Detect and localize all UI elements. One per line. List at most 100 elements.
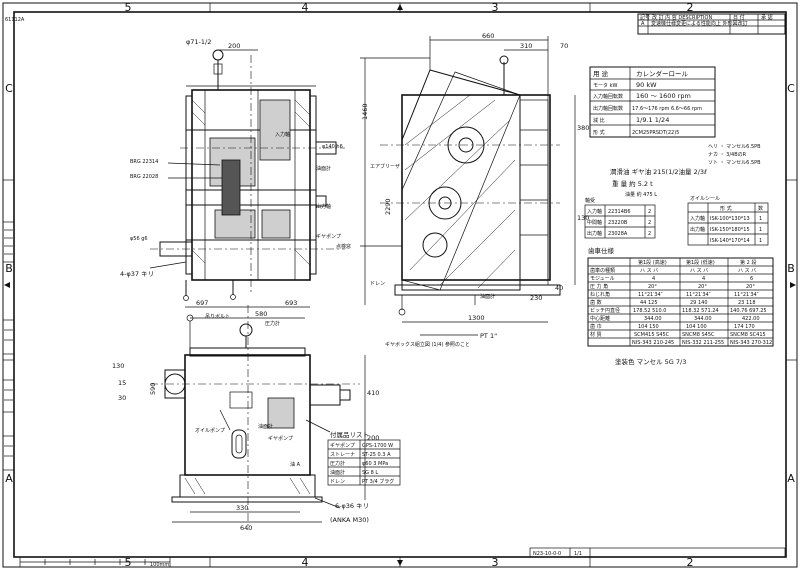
title-code: N23-10-0-0 <box>533 551 561 557</box>
bl-0-0: 入力軸 <box>587 208 602 215</box>
gear-r1-c0: モジュール <box>590 276 615 282</box>
gear-r8-c0: 材 質 <box>590 331 602 338</box>
gear-r1-c2: 4 <box>702 276 705 282</box>
gear-r7-c1: 104 150 <box>638 324 659 330</box>
side-label-gauge: 油面計 <box>480 293 495 300</box>
spec-value-0: カレンダーロール <box>636 69 689 78</box>
side-dim-230: 230 <box>530 294 542 302</box>
gear-row-3: ねじれ角 11°21′34″ 11°21′34″ 11°21′34″ <box>590 291 759 298</box>
front-dim-580: 580 <box>255 310 267 318</box>
row-left-b: B <box>5 262 13 275</box>
part-4-name: ドレン <box>330 479 345 485</box>
parts-list-title: 付属品リスト <box>330 430 369 439</box>
gear-r9-c2: NIS-332 211-255 <box>682 340 724 346</box>
front-dim-640: 640 <box>240 524 252 532</box>
gear-group-1: 第1段 (低速) <box>686 259 715 266</box>
bearing-table-right: オイルシール 形 式 数 入力軸 ISK-100*130*13 1 出力軸 IS… <box>687 196 769 246</box>
zone-bottom-5: 5 <box>125 556 132 569</box>
gear-r4-c3: 23 118 <box>738 300 756 306</box>
gear-r9-c3: NIS-343 270-312 <box>730 340 772 346</box>
weight-note: 重 量 約 5.2 t <box>612 179 653 188</box>
spec-value-1: 90 kW <box>636 81 657 89</box>
bl-0-2: 2 <box>648 209 651 215</box>
spec-value-5: 2CM25PRSDT(22)5 <box>632 130 679 136</box>
gear-row-7: 歯 巾 104 150 104 100 174 170 <box>590 323 755 330</box>
br-2-2: 1 <box>759 238 762 244</box>
gear-r9-c1: NIS-343 210-245 <box>632 340 674 346</box>
spec-label-1: モータ kW <box>593 82 617 89</box>
gear-r7-c3: 174 170 <box>734 324 755 330</box>
front-dim-590: 590 <box>149 383 157 395</box>
front-dim-15: 15 <box>118 379 126 387</box>
row-right-c: C <box>787 82 795 95</box>
gear-row-8: 材 質 SCM415 S45C SNCM8 S45C SNCM8 SC415 <box>590 331 766 338</box>
front-dim-693: 693 <box>285 299 297 307</box>
plan-label-shaft-in: φ140 h6 <box>322 144 343 150</box>
gear-group-2: 第 2 段 <box>740 259 756 266</box>
plan-label-bearing-1: BRG 22314 <box>130 159 158 165</box>
gear-table-title: 歯車仕様 <box>588 246 615 255</box>
lube-note: 潤滑油 ギヤ油 215(1/2油量 2/3ℓ <box>610 167 707 176</box>
br-h-1: 形 式 <box>720 205 732 212</box>
paint-note-0: ヘリ ・ マンセル6.5PB <box>708 144 761 150</box>
gear-r8-c3: SNCM8 SC415 <box>730 332 766 338</box>
corner-code: 61112A <box>5 17 25 23</box>
gear-r0-c2: ハ ス バ <box>690 268 708 274</box>
zone-top-5: 5 <box>125 1 132 14</box>
front-label-bolt: 6-φ36 キリ <box>335 502 369 510</box>
front-label-oil-pump: オイルポンプ <box>195 427 225 434</box>
gear-r5-c2: 118.32 571.24 <box>682 308 719 314</box>
gear-r4-c0: 歯 数 <box>590 299 602 306</box>
gear-row-6: 中心距離 344.00 344.00 422.00 <box>590 315 760 322</box>
gear-r3-c0: ねじれ角 <box>590 291 610 298</box>
front-dim-30: 30 <box>118 394 126 402</box>
gear-r2-c1: 20° <box>648 284 657 290</box>
spec-label-5: 形 式 <box>593 129 605 136</box>
gear-r0-c0: 歯車の種類 <box>590 267 615 274</box>
side-dim-70: 70 <box>560 42 568 50</box>
br-0-0: 入力軸 <box>690 215 705 222</box>
part-4-spec: PT 3/4 ブラグ <box>362 478 394 485</box>
gear-r2-c3: 20° <box>746 284 755 290</box>
row-left-c: C <box>5 82 13 95</box>
front-label-anchor: (ANKA M30) <box>330 516 369 524</box>
bl-2-1: 23028A <box>608 231 628 237</box>
side-label-inspection: 点検窓 <box>336 243 351 250</box>
mass-note: 油量 約 475 L <box>625 191 657 198</box>
gear-r6-c3: 422.00 <box>742 316 760 322</box>
bl-1-0: 中間軸 <box>587 219 602 226</box>
gear-row-1: モジュール 4 4 6 <box>590 276 753 282</box>
gear-r3-c3: 11°21′34″ <box>734 292 759 298</box>
spec-value-3: 17.6～176 rpm 6.6～66 rpm <box>632 106 702 112</box>
gear-r3-c2: 11°21′34″ <box>686 292 711 298</box>
br-1-2: 1 <box>759 227 762 233</box>
zone-bottom-2: 2 <box>687 556 694 569</box>
side-label-breather: エアブリーザ <box>370 163 400 170</box>
gear-r1-c1: 4 <box>652 276 655 282</box>
br-0-1: ISK-100*130*13 <box>710 216 750 222</box>
bl-2-0: 出力軸 <box>587 230 602 237</box>
row-right-b: B <box>787 262 795 275</box>
gear-row-4: 歯 数 44 125 29 140 23 118 <box>590 299 756 306</box>
parts-list: 付属品リスト ギヤポンプ GPS-1700 W ストレーナ ST-25 0.3 … <box>305 419 401 486</box>
gear-r6-c0: 中心距離 <box>590 315 610 322</box>
plan-label-bearing-2: BRG 22028 <box>130 174 158 180</box>
front-label-level: 油面計 <box>258 423 273 430</box>
part-2-name: 圧力計 <box>330 460 345 467</box>
zone-bottom-3: 3 <box>492 556 499 569</box>
gear-r6-c1: 344.00 <box>644 316 662 322</box>
front-label-lift: 吊りボルト <box>205 313 230 320</box>
gear-table: 歯車仕様 第1段 (高速) 第1段 (低速) 第 2 段 歯車の種類 ハ ス バ… <box>587 246 774 347</box>
title-block: N23-10-0-0 1/1 <box>529 547 786 558</box>
spec-label-0: 用 途 <box>593 69 609 78</box>
front-label-gear-pump: ギヤポンプ <box>268 435 293 442</box>
front-label-oil: 油 A <box>290 461 301 468</box>
front-view: 697 693 580 330 640 410 200 590 130 15 3… <box>112 299 379 532</box>
plan-label-oil-pump: ギヤポンプ <box>316 233 341 240</box>
spec-label-2: 入力軸回転数 <box>593 93 623 100</box>
side-dim-1300: 1300 <box>468 314 485 322</box>
side-dim-2290: 2290 <box>384 198 392 215</box>
br-1-0: 出力軸 <box>690 226 705 233</box>
